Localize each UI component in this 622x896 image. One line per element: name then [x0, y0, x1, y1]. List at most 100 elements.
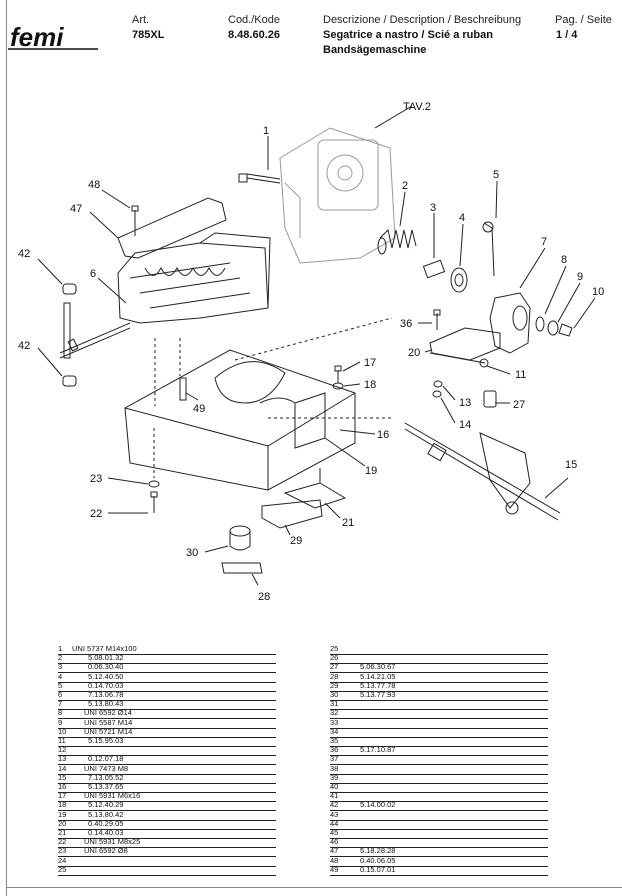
part-3-bush [422, 259, 446, 279]
part-number: 43 [330, 809, 339, 819]
part-14-nut [432, 390, 442, 398]
part-number: 39 [330, 772, 339, 782]
parts-row: 15 7.13.05.52 [58, 772, 276, 784]
part-number: 9 [58, 717, 63, 727]
part-number: 30 [330, 690, 339, 699]
leader-10 [573, 297, 596, 329]
callout-labels: TAV.2 1 2 3 4 5 6 7 8 9 10 11 13 14 15 1… [18, 101, 604, 603]
part-code: UNI 5721 M14 [84, 726, 133, 736]
parts-row: 45 [330, 828, 548, 839]
part-code: 5.06.30.67 [360, 662, 396, 672]
callout-4: 4 [459, 212, 465, 224]
part-5-pin [482, 221, 495, 277]
tav-label: TAV.2 [403, 101, 431, 113]
part-23-washer [148, 480, 160, 488]
callout-27: 27 [513, 399, 525, 411]
parts-row: 35 [330, 736, 548, 747]
callout-15: 15 [565, 459, 577, 471]
part-code: UNI 5931 M6x16 [84, 791, 141, 801]
part-code: 5.18.28.28 [360, 846, 396, 856]
part-number: 14 [58, 763, 67, 773]
callout-7: 7 [541, 236, 547, 248]
leader-42-bottom [37, 347, 63, 377]
parts-row: 30 5.13.77.93 [330, 690, 548, 701]
tav-leader [374, 105, 413, 129]
part-number: 22 [58, 837, 67, 847]
part-number: 6 [58, 690, 63, 699]
description-line-1: Segatrice a nastro / Scié a ruban [323, 29, 493, 41]
part-1-screw [238, 173, 281, 184]
part-10-cap-nut [558, 323, 573, 337]
part-18-washer [332, 382, 344, 390]
reference-lines [153, 317, 393, 478]
part-30-foot [229, 525, 251, 551]
part-code: 5.12.40.29 [88, 800, 124, 810]
part-number: 5 [58, 680, 63, 690]
part-code: 7.13.05.52 [88, 772, 124, 782]
part-number: 4 [58, 671, 63, 681]
description-label: Descrizione / Description / Beschreibung [323, 14, 522, 26]
leader-23 [107, 477, 149, 485]
callout-9: 9 [577, 271, 583, 283]
part-code: 0.40.29.05 [88, 818, 124, 828]
part-code: 5.14.00.02 [360, 800, 396, 810]
callout-23: 23 [90, 473, 102, 485]
part-number: 1 [58, 644, 63, 653]
part-code: 5.13.80.43 [88, 699, 124, 709]
parts-row: 43 [330, 809, 548, 821]
part-number: 20 [58, 818, 67, 828]
part-15-arm [404, 422, 561, 521]
part-number: 15 [58, 772, 67, 782]
part-number: 8 [58, 708, 63, 718]
description-line-2: Bandsägemaschine [323, 44, 427, 56]
part-number: 44 [330, 818, 339, 828]
leader-29 [284, 524, 291, 536]
parts-row: 31 [330, 699, 548, 711]
part-number: 16 [58, 782, 67, 791]
leader-48 [101, 189, 131, 209]
callout-47: 47 [70, 203, 82, 215]
callout-18: 18 [364, 379, 376, 391]
part-code: UNI 5737 M14x100 [72, 644, 137, 653]
part-code: 5.12.40.50 [88, 671, 124, 681]
part-number: 12 [58, 745, 67, 755]
part-number: 18 [58, 800, 67, 810]
parts-row: 1 UNI 5737 M14x100 [58, 644, 276, 655]
callout-49: 49 [193, 403, 205, 415]
part-code: 5.13.80.42 [88, 809, 124, 819]
parts-row: 37 [330, 754, 548, 766]
femi-logo: femi [8, 22, 98, 52]
callout-30: 30 [186, 547, 198, 559]
part-13-bush [433, 380, 443, 388]
part-code: 7.13.06.78 [88, 690, 124, 699]
art-value: 785XL [132, 29, 165, 41]
part-code: 0.06.30.40 [88, 662, 124, 672]
part-number: 36 [330, 745, 339, 755]
parts-row: 41 [330, 791, 548, 803]
code-label: Cod./Kode [228, 14, 280, 26]
parts-row: 34 [330, 727, 548, 738]
part-22-screw [150, 491, 158, 513]
part-code: 5.14.21.05 [360, 671, 396, 681]
part-number: 29 [330, 680, 339, 690]
page-value: 1 / 4 [556, 29, 578, 41]
leader-9 [557, 282, 581, 323]
part-code: 5.08.01.32 [88, 653, 124, 663]
callout-19: 19 [365, 465, 377, 477]
leader-47 [89, 211, 119, 239]
part-29-plate [261, 499, 323, 529]
part-code: 5.13.77.93 [360, 690, 396, 699]
part-number: 31 [330, 699, 339, 709]
part-code: 5.13.77.78 [360, 680, 396, 690]
